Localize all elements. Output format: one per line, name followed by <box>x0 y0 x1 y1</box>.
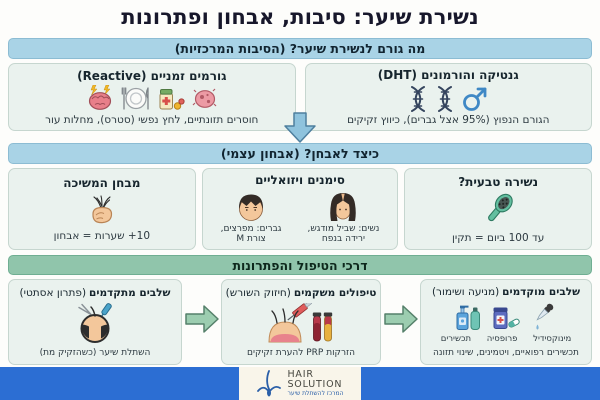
page-title: נשירת שיער: סיבות, אבחון ופתרונות <box>121 5 479 29</box>
early-caption: תכשירים רפואיים, ויטמינים, שינוי תזונה <box>433 348 579 359</box>
pull-test-title: מבחן המשיכה <box>63 175 141 190</box>
visual-title: סימנים ויזואליים <box>255 173 345 188</box>
footer-band: HAIR SOLUTION המרכז להשתלת שיער <box>0 367 600 400</box>
nutrition-plate-icon <box>121 86 151 111</box>
brand-line-2: SOLUTION <box>287 378 343 390</box>
dna-icon <box>435 85 455 112</box>
right-arrow-icon <box>184 304 220 334</box>
woman-figure: נשים: שביל מודגש, ירידה בנפח <box>307 190 380 245</box>
topical-bottles-icon <box>454 302 482 331</box>
natural-title: נשירה טבעית? <box>458 174 539 189</box>
brand-line-1: HAIR <box>287 369 314 381</box>
reactive-icons <box>86 85 218 111</box>
panel-reactive: גורמים זמניים (Reactive) <box>8 63 296 131</box>
section-header-causes: מה גורם לנשירת שיער? (הסיבות המרכזיות) <box>8 38 592 59</box>
minoxidil-dropper-icon <box>530 302 558 331</box>
section-header-diagnosis: כיצד לאבחן? (אבחון עצמי) <box>8 143 592 164</box>
microbe-icon <box>192 86 218 111</box>
panel-early-stages: שלבים מוקדמים(מניעה ושימור) <box>420 279 592 365</box>
hairbrush-icon <box>479 192 517 228</box>
prp-scalp-syringe-icon <box>267 303 335 343</box>
genetics-title: גנטיקה והורמונים (DHT) <box>377 68 519 83</box>
hair-follicle-logo-icon <box>256 369 282 398</box>
treatment-row: שלבים מוקדמים(מניעה ושימור) <box>8 279 592 365</box>
man-figure: גברים: מפרצים, צורת M <box>221 190 282 245</box>
panel-pull-test: מבחן המשיכה 10+ שערות = אבחון <box>8 168 196 250</box>
panel-restorative: טיפולים משקמים(חיזוק השורש) <box>221 279 381 365</box>
panel-natural-shedding: נשירה טבעית? עד 100 ביום = תקין <box>404 168 592 250</box>
man-label: גברים: מפרצים, צורת M <box>220 223 282 245</box>
genetics-icons <box>408 85 488 112</box>
reactive-title: גורמים זמניים (Reactive) <box>77 68 227 83</box>
hair-transplant-head-icon <box>72 303 118 343</box>
down-arrow-icon <box>282 112 318 143</box>
early-title: שלבים מוקדמים(מניעה ושימור) <box>431 285 581 298</box>
panel-advanced-stages: שלבים מתקדמים(פתרון אסתטי) השתלת שיער (כ… <box>8 279 182 365</box>
stress-brain-icon <box>86 85 114 111</box>
causes-row: גנטיקה והורמונים (DHT) <box>8 63 592 131</box>
natural-caption: עד 100 ביום = תקין <box>451 231 545 244</box>
propecia-pills-icon <box>491 302 521 331</box>
restorative-title: טיפולים משקמים(חיזוק השורש) <box>225 286 377 299</box>
panel-visual-signs: סימנים ויזואליים נשים: שביל מודגש, ירידה <box>201 168 399 250</box>
early-item-labels: מינוקסידיל פרופסיה תכשירים <box>425 334 587 344</box>
advanced-title: שלבים מתקדמים(פתרון אסתטי) <box>19 286 171 299</box>
brand-tagline: המרכז להשתלת שיער <box>287 389 344 397</box>
genetics-caption: הגורם הנפוץ (95% אצל גברים), כיווץ זקיקי… <box>347 113 550 126</box>
section-header-treatment: דרכי הטיפול והפתרונות <box>8 255 592 275</box>
hand-pulling-hair-icon <box>86 194 118 226</box>
right-arrow-icon <box>383 304 419 334</box>
vitamins-icon <box>158 86 185 111</box>
label-minoxidil: מינוקסידיל <box>533 334 572 345</box>
brand-logo: HAIR SOLUTION המרכז להשתלת שיער <box>239 367 361 400</box>
label-propecia: פרופסיה <box>486 334 518 345</box>
reactive-caption: חוסרים תזונתיים, לחץ נפשי (סטרס), מחלות … <box>45 113 259 126</box>
restorative-caption: הזרקות PRP להערת זקיקים <box>246 347 356 358</box>
diagnosis-row: נשירה טבעית? עד 100 ביום = תקין <box>8 168 592 250</box>
early-icons <box>454 302 558 331</box>
man-head-icon <box>234 190 268 223</box>
dna-icon <box>408 85 428 112</box>
brand-text: HAIR SOLUTION המרכז להשתלת שיער <box>287 370 343 396</box>
woman-label: נשים: שביל מודגש, ירידה בנפח <box>307 223 380 245</box>
pull-test-caption: 10+ שערות = אבחון <box>53 230 151 243</box>
advanced-caption: השתלת שיער (כשהזקיק מת) <box>39 347 151 358</box>
label-preparations: תכשירים <box>440 334 472 345</box>
visual-figures: נשים: שביל מודגש, ירידה בנפח <box>221 190 380 245</box>
woman-head-icon <box>326 190 360 223</box>
panel-genetics: גנטיקה והורמונים (DHT) <box>304 63 592 131</box>
male-symbol-icon <box>462 86 488 112</box>
